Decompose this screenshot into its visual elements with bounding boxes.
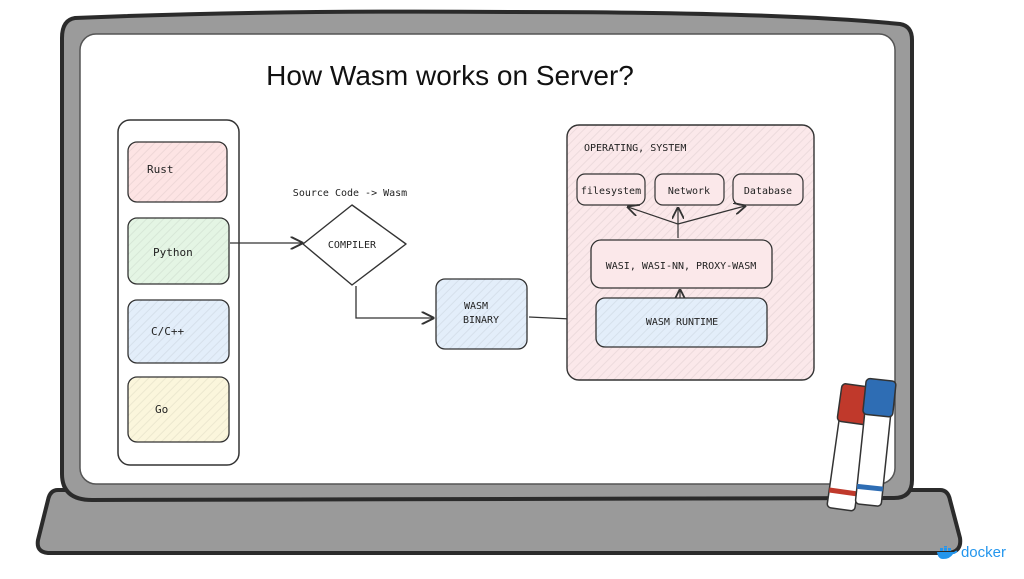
language-go: Go: [127, 376, 230, 443]
interfaces-label: WASI, WASI-NN, PROXY-WASM: [606, 261, 757, 272]
compiler-caption: Source Code -> Wasm: [293, 188, 407, 199]
wasm-binary-label-1: WASM: [464, 301, 488, 312]
language-label-python: Python: [153, 246, 193, 259]
language-label-rust: Rust: [147, 163, 174, 176]
arrow-interfaces-to-database: [677, 206, 745, 225]
resource-database: Database: [732, 173, 804, 206]
language-group: [117, 119, 240, 466]
operating-system-label: OPERATING, SYSTEM: [584, 143, 686, 154]
wasm-binary-label-2: BINARY: [463, 315, 499, 326]
resource-filesystem: filesystem: [576, 173, 646, 206]
resource-label-filesystem: filesystem: [581, 186, 641, 197]
language-python: Python: [127, 217, 230, 285]
blue-marker: [854, 377, 897, 507]
docker-whale-icon: [936, 545, 958, 559]
docker-logo: docker: [936, 544, 1006, 561]
arrow-compiler-to-binary: [355, 286, 433, 318]
language-c-cpp: C/C++: [127, 299, 230, 364]
docker-wordmark: docker: [960, 544, 1006, 561]
page-title: How Wasm works on Server?: [266, 60, 634, 91]
language-rust: Rust: [127, 141, 228, 203]
wasm-binary-node: WASM BINARY: [435, 278, 528, 350]
resource-network: Network: [654, 173, 725, 206]
resource-label-database: Database: [744, 186, 792, 197]
compiler-node: COMPILER: [302, 204, 407, 286]
language-label-c-cpp: C/C++: [151, 325, 184, 338]
wasm-runtime-label: WASM RUNTIME: [646, 317, 718, 328]
interfaces-node: WASI, WASI-NN, PROXY-WASM: [590, 239, 773, 289]
compiler-label: COMPILER: [328, 240, 377, 251]
language-label-go: Go: [155, 403, 168, 416]
wasm-runtime-node: WASM RUNTIME: [595, 297, 768, 348]
resource-label-network: Network: [668, 186, 710, 197]
